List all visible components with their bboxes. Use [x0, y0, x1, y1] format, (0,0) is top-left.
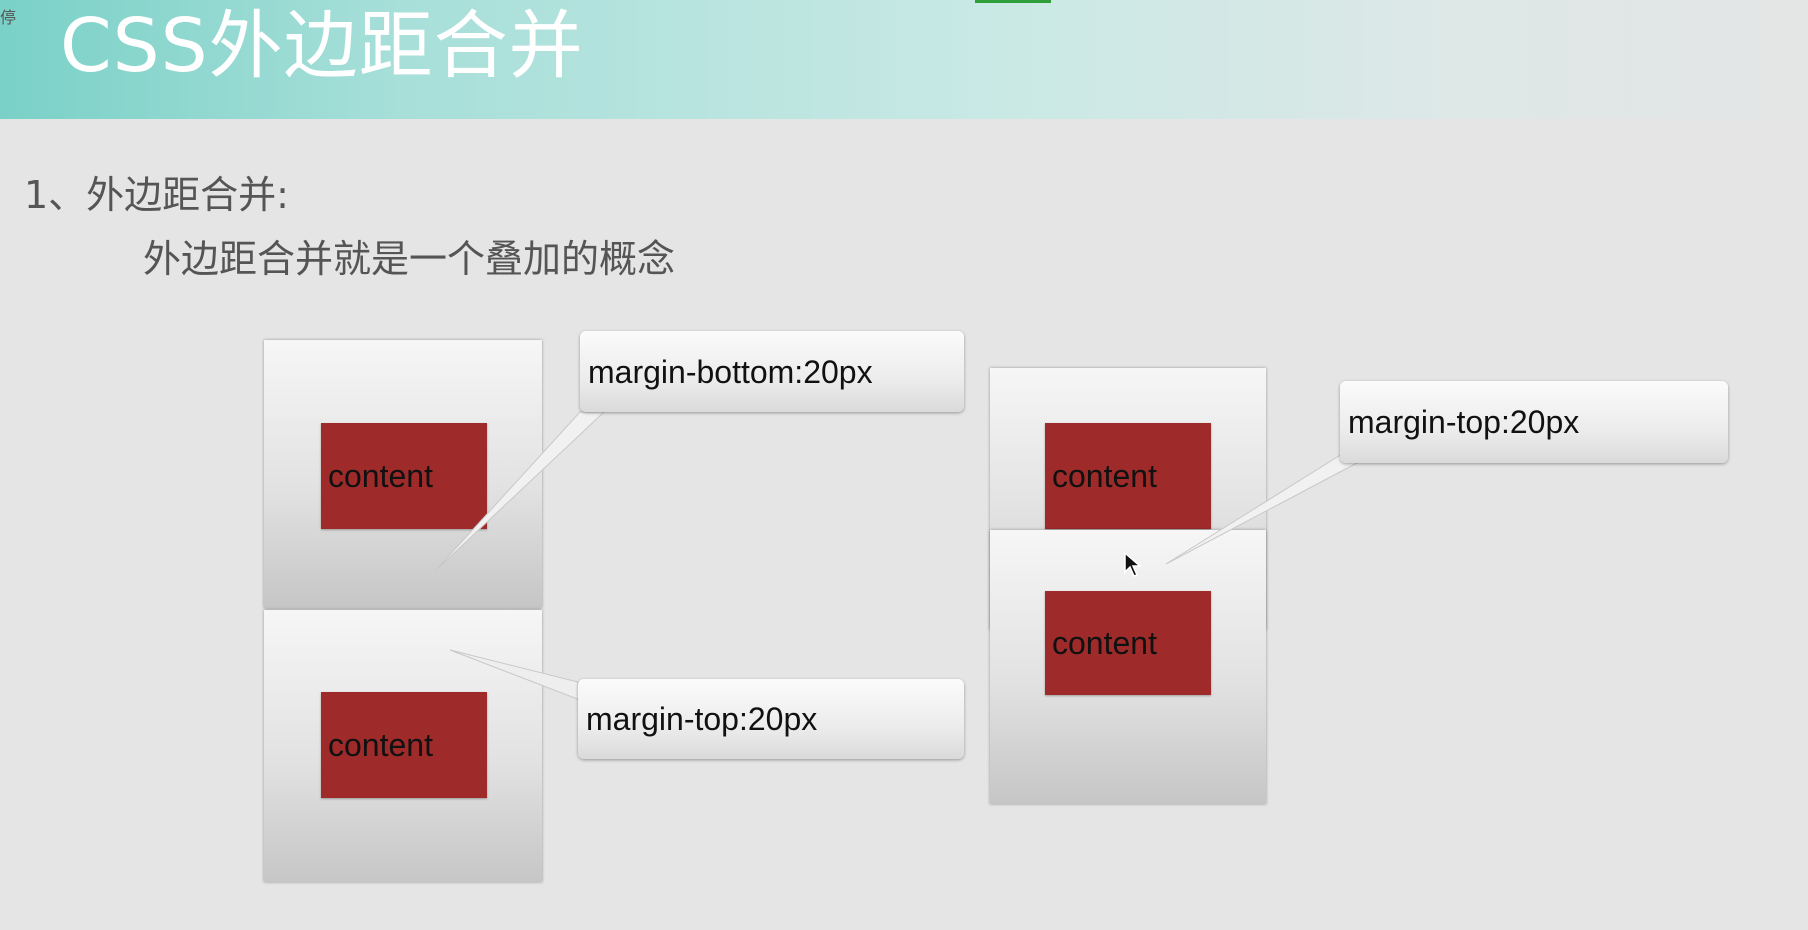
left-top-box: content: [264, 340, 542, 608]
content-block: content: [321, 692, 487, 798]
callout-margin-top-right: margin-top:20px: [1340, 381, 1728, 463]
callout-margin-bottom: margin-bottom:20px: [580, 331, 964, 412]
mouse-cursor-icon: [1124, 552, 1142, 577]
content-block: content: [1045, 423, 1211, 529]
section-description: 外边距合并就是一个叠加的概念: [143, 237, 676, 281]
corner-mark: 停: [0, 8, 17, 27]
left-bottom-box: content: [264, 610, 542, 882]
slide-title: CSS外边距合并: [60, 3, 584, 89]
slide-header: CSS外边距合并: [0, 0, 1808, 119]
content-block: content: [321, 423, 487, 529]
callout-margin-top-left: margin-top:20px: [578, 679, 964, 759]
section-heading: 1、外边距合并:: [24, 173, 289, 217]
progress-indicator: [975, 0, 1051, 3]
content-block: content: [1045, 591, 1211, 695]
right-bottom-box: content: [990, 530, 1266, 804]
